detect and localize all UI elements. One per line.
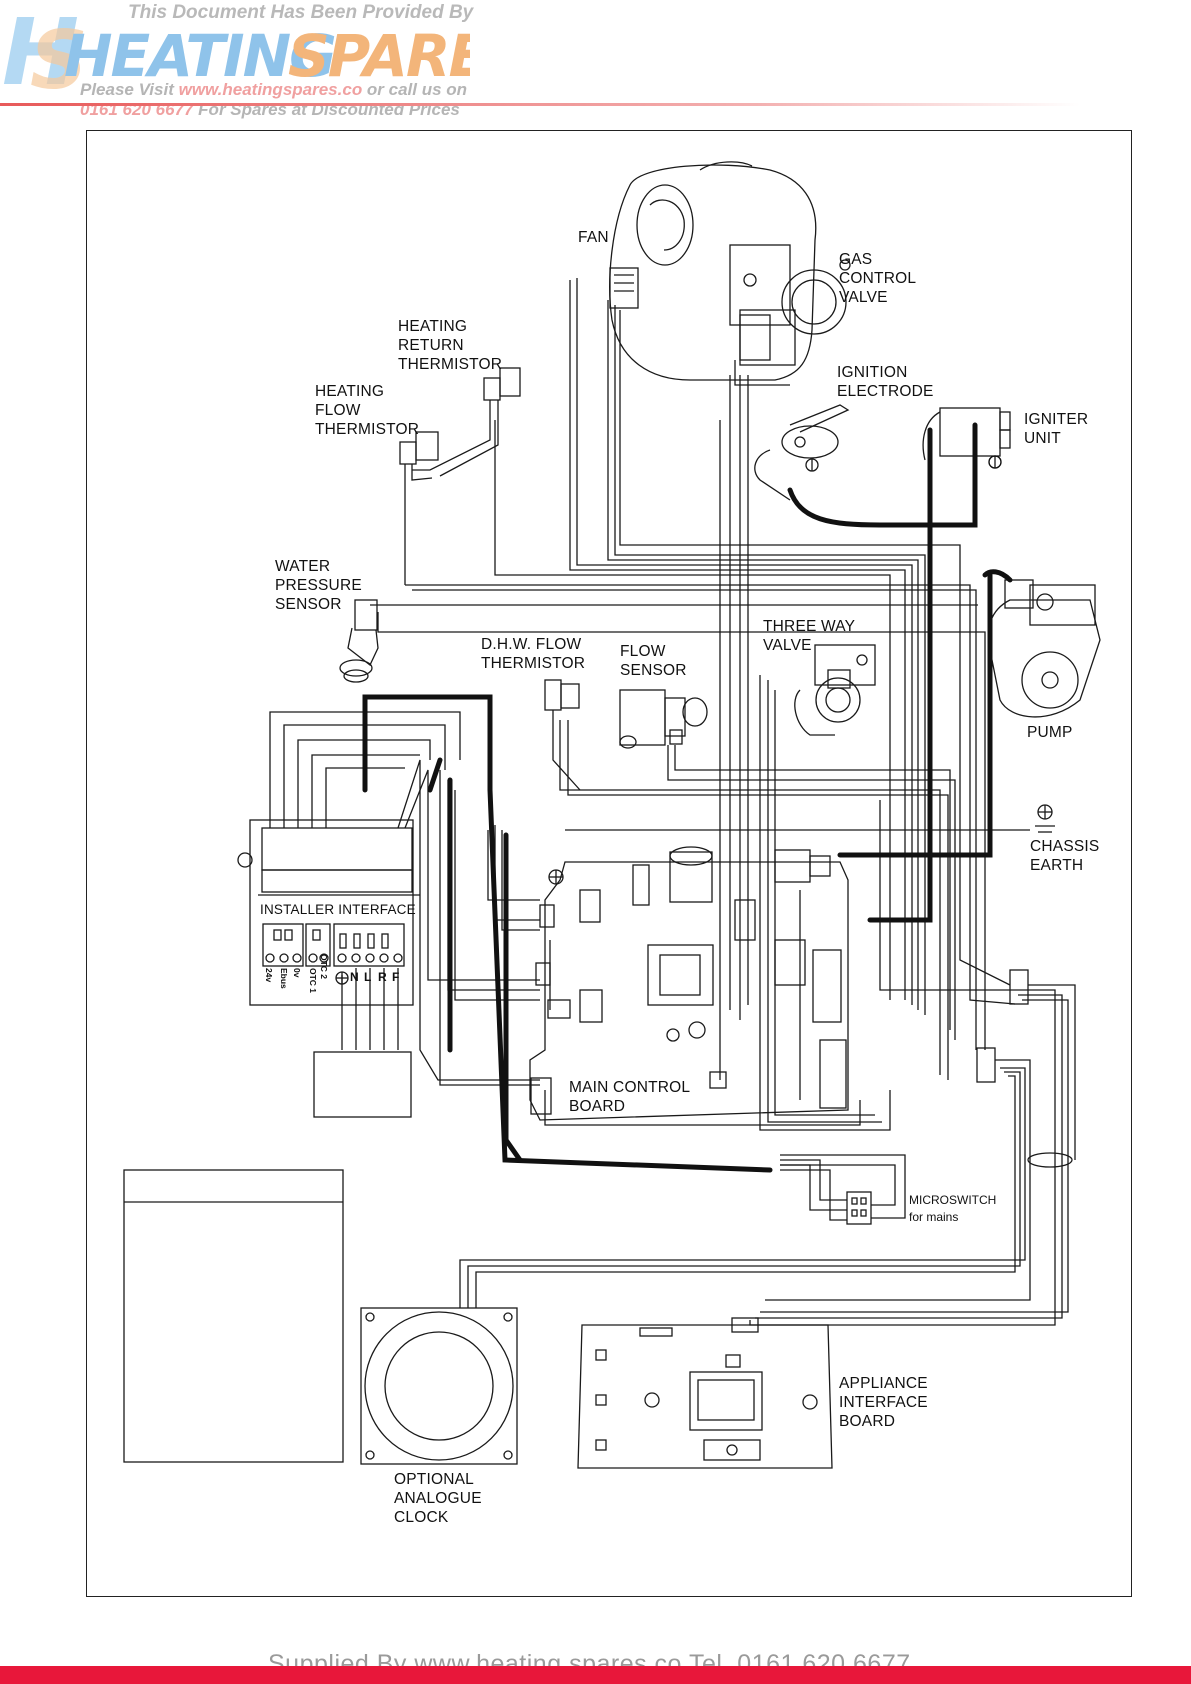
terminal-f: F [392,970,400,984]
label-gas-control-valve: GAS CONTROL VALVE [839,251,917,306]
terminal-n-label: N [350,970,359,984]
diagram-frame [86,130,1132,1597]
terminal-r: R [378,970,387,984]
connector-right-upper [1009,969,1029,1005]
dhw-flow-thermistor-graphic [544,679,581,791]
svg-text:S: S [30,14,88,107]
terminal-f-label: F [392,970,399,984]
label-dhw-flow-thermistor: D.H.W. FLOW THERMISTOR [481,636,586,672]
earth-symbols [988,455,1002,469]
igniter-unit-graphic [922,407,1011,469]
connector-right-lower [976,1047,996,1083]
label-optional-analogue-clock: OPTIONAL ANALOGUE CLOCK [394,1471,482,1526]
label-microswitch: MICROSWITCH [909,1193,997,1207]
label-flow-sensor: FLOW SENSOR [620,643,687,679]
terminal-otc2-label: OTC 2 [319,954,329,979]
main-control-board-graphic [529,846,849,1121]
key-table-box [123,1169,344,1463]
label-three-way-valve: THREE WAY VALVE [763,618,856,654]
watermark-provided-by: This Document Has Been Provided By [128,2,474,23]
appliance-interface-board-graphic [577,1317,833,1469]
watermark-visit-suffix: or call us on [362,80,468,99]
watermark-url[interactable]: www.heatingspares.co [178,80,363,99]
cable-tie [1027,1152,1073,1168]
terminal-otc2: OTC 2 [319,954,329,980]
label-main-control-board: MAIN CONTROL BOARD [569,1079,691,1115]
terminal-otc1: OTC 1 [308,968,318,994]
footer-bar [0,1666,1191,1684]
pump-graphic [987,579,1101,718]
label-fan: FAN [578,229,609,246]
terminal-otc1-label: OTC 1 [308,968,318,993]
terminal-l-label: L [364,970,371,984]
heating-flow-thermistor-graphic [399,431,439,585]
terminal-n: N [350,970,359,984]
watermark-rule [0,103,1080,106]
terminal-labels-low-voltage: 24v [264,968,274,982]
chassis-earth-graphic [1035,804,1055,833]
microswitch-graphic [846,1191,872,1225]
terminal-0v: 0v [292,968,302,978]
label-heating-return-thermistor: HEATING RETURN THERMISTOR [398,318,503,373]
label-chassis-earth: CHASSIS EARTH [1030,838,1100,874]
label-igniter-unit: IGNITER UNIT [1024,411,1089,447]
ignition-electrode-graphic [754,404,850,501]
label-for-mains: for mains [909,1210,959,1224]
analogue-clock-graphic [360,1307,518,1465]
terminal-l: L [364,970,372,984]
svg-text:H: H [2,6,79,106]
terminal-0v-label: 0v [292,968,302,977]
heating-return-thermistor-graphic [412,367,521,477]
fan-graphic [609,161,851,386]
three-way-valve-graphic [794,644,876,736]
label-water-pressure-sensor: WATER PRESSURE SENSOR [275,558,362,613]
svg-text:HEATING: HEATING [64,22,335,90]
label-ignition-electrode: IGNITION ELECTRODE [837,364,934,400]
flow-sensor-graphic [619,689,708,749]
label-heating-flow-thermistor: HEATING FLOW THERMISTOR [315,383,420,438]
label-appliance-interface-board: APPLIANCE INTERFACE BOARD [839,1375,928,1430]
mains-terminal-box [313,1051,412,1118]
terminal-ebus-label: Ebus [279,968,289,989]
thick-cables [362,422,1013,1173]
label-installer-interface: INSTALLER INTERFACE [260,902,416,917]
watermark-visit-line: Please Visit www.heatingspares.co or cal… [80,80,467,100]
label-pump: PUMP [1027,724,1073,741]
terminal-ebus: Ebus [279,968,289,989]
water-pressure-sensor-graphic [339,599,379,683]
terminal-24v: 24v [264,968,274,983]
terminal-r-label: R [378,970,387,984]
watermark-visit-prefix: Please Visit [80,80,179,99]
installer-interface-graphic [237,819,420,1006]
